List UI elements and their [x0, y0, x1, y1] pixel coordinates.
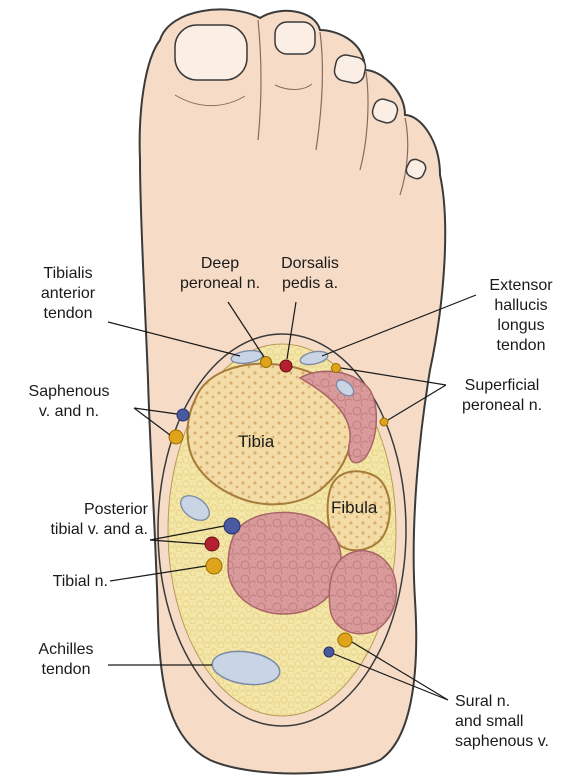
label-fibula: Fibula	[331, 498, 377, 518]
big-toenail	[175, 25, 247, 80]
label-achilles: Achilles tendon	[24, 640, 108, 680]
label-tibialis-anterior: Tibialis anterior tendon	[28, 264, 108, 324]
label-saphenous: Saphenous v. and n.	[14, 382, 124, 422]
label-extensor-hallucis: Extensor hallucis longus tendon	[476, 276, 566, 356]
label-deep-peroneal: Deep peroneal n.	[170, 254, 270, 294]
small-saphenous-vein	[324, 647, 334, 657]
label-posterior-tibial: Posterior tibial v. and a.	[6, 500, 148, 540]
tibial-nerve	[206, 558, 222, 574]
label-tibia: Tibia	[238, 432, 274, 452]
sural-nerve	[338, 633, 352, 647]
superficial-peroneal-nerve-1	[332, 364, 341, 373]
saphenous-nerve	[169, 430, 183, 444]
saphenous-vein	[177, 409, 189, 421]
posterior-tibial-artery	[205, 537, 219, 551]
label-sural: Sural n. and small saphenous v.	[455, 692, 549, 752]
posterior-deep-muscle	[228, 512, 341, 614]
label-tibial-n: Tibial n.	[20, 572, 108, 592]
label-superficial-peroneal: Superficial peroneal n.	[446, 376, 558, 416]
lateral-muscle	[329, 551, 396, 634]
label-dorsalis-pedis: Dorsalis pedis a.	[268, 254, 352, 294]
dorsalis-pedis-artery	[280, 360, 292, 372]
superficial-peroneal-nerve-2	[380, 418, 388, 426]
deep-peroneal-nerve	[261, 357, 272, 368]
second-toenail	[275, 22, 315, 54]
posterior-tibial-vein	[224, 518, 240, 534]
